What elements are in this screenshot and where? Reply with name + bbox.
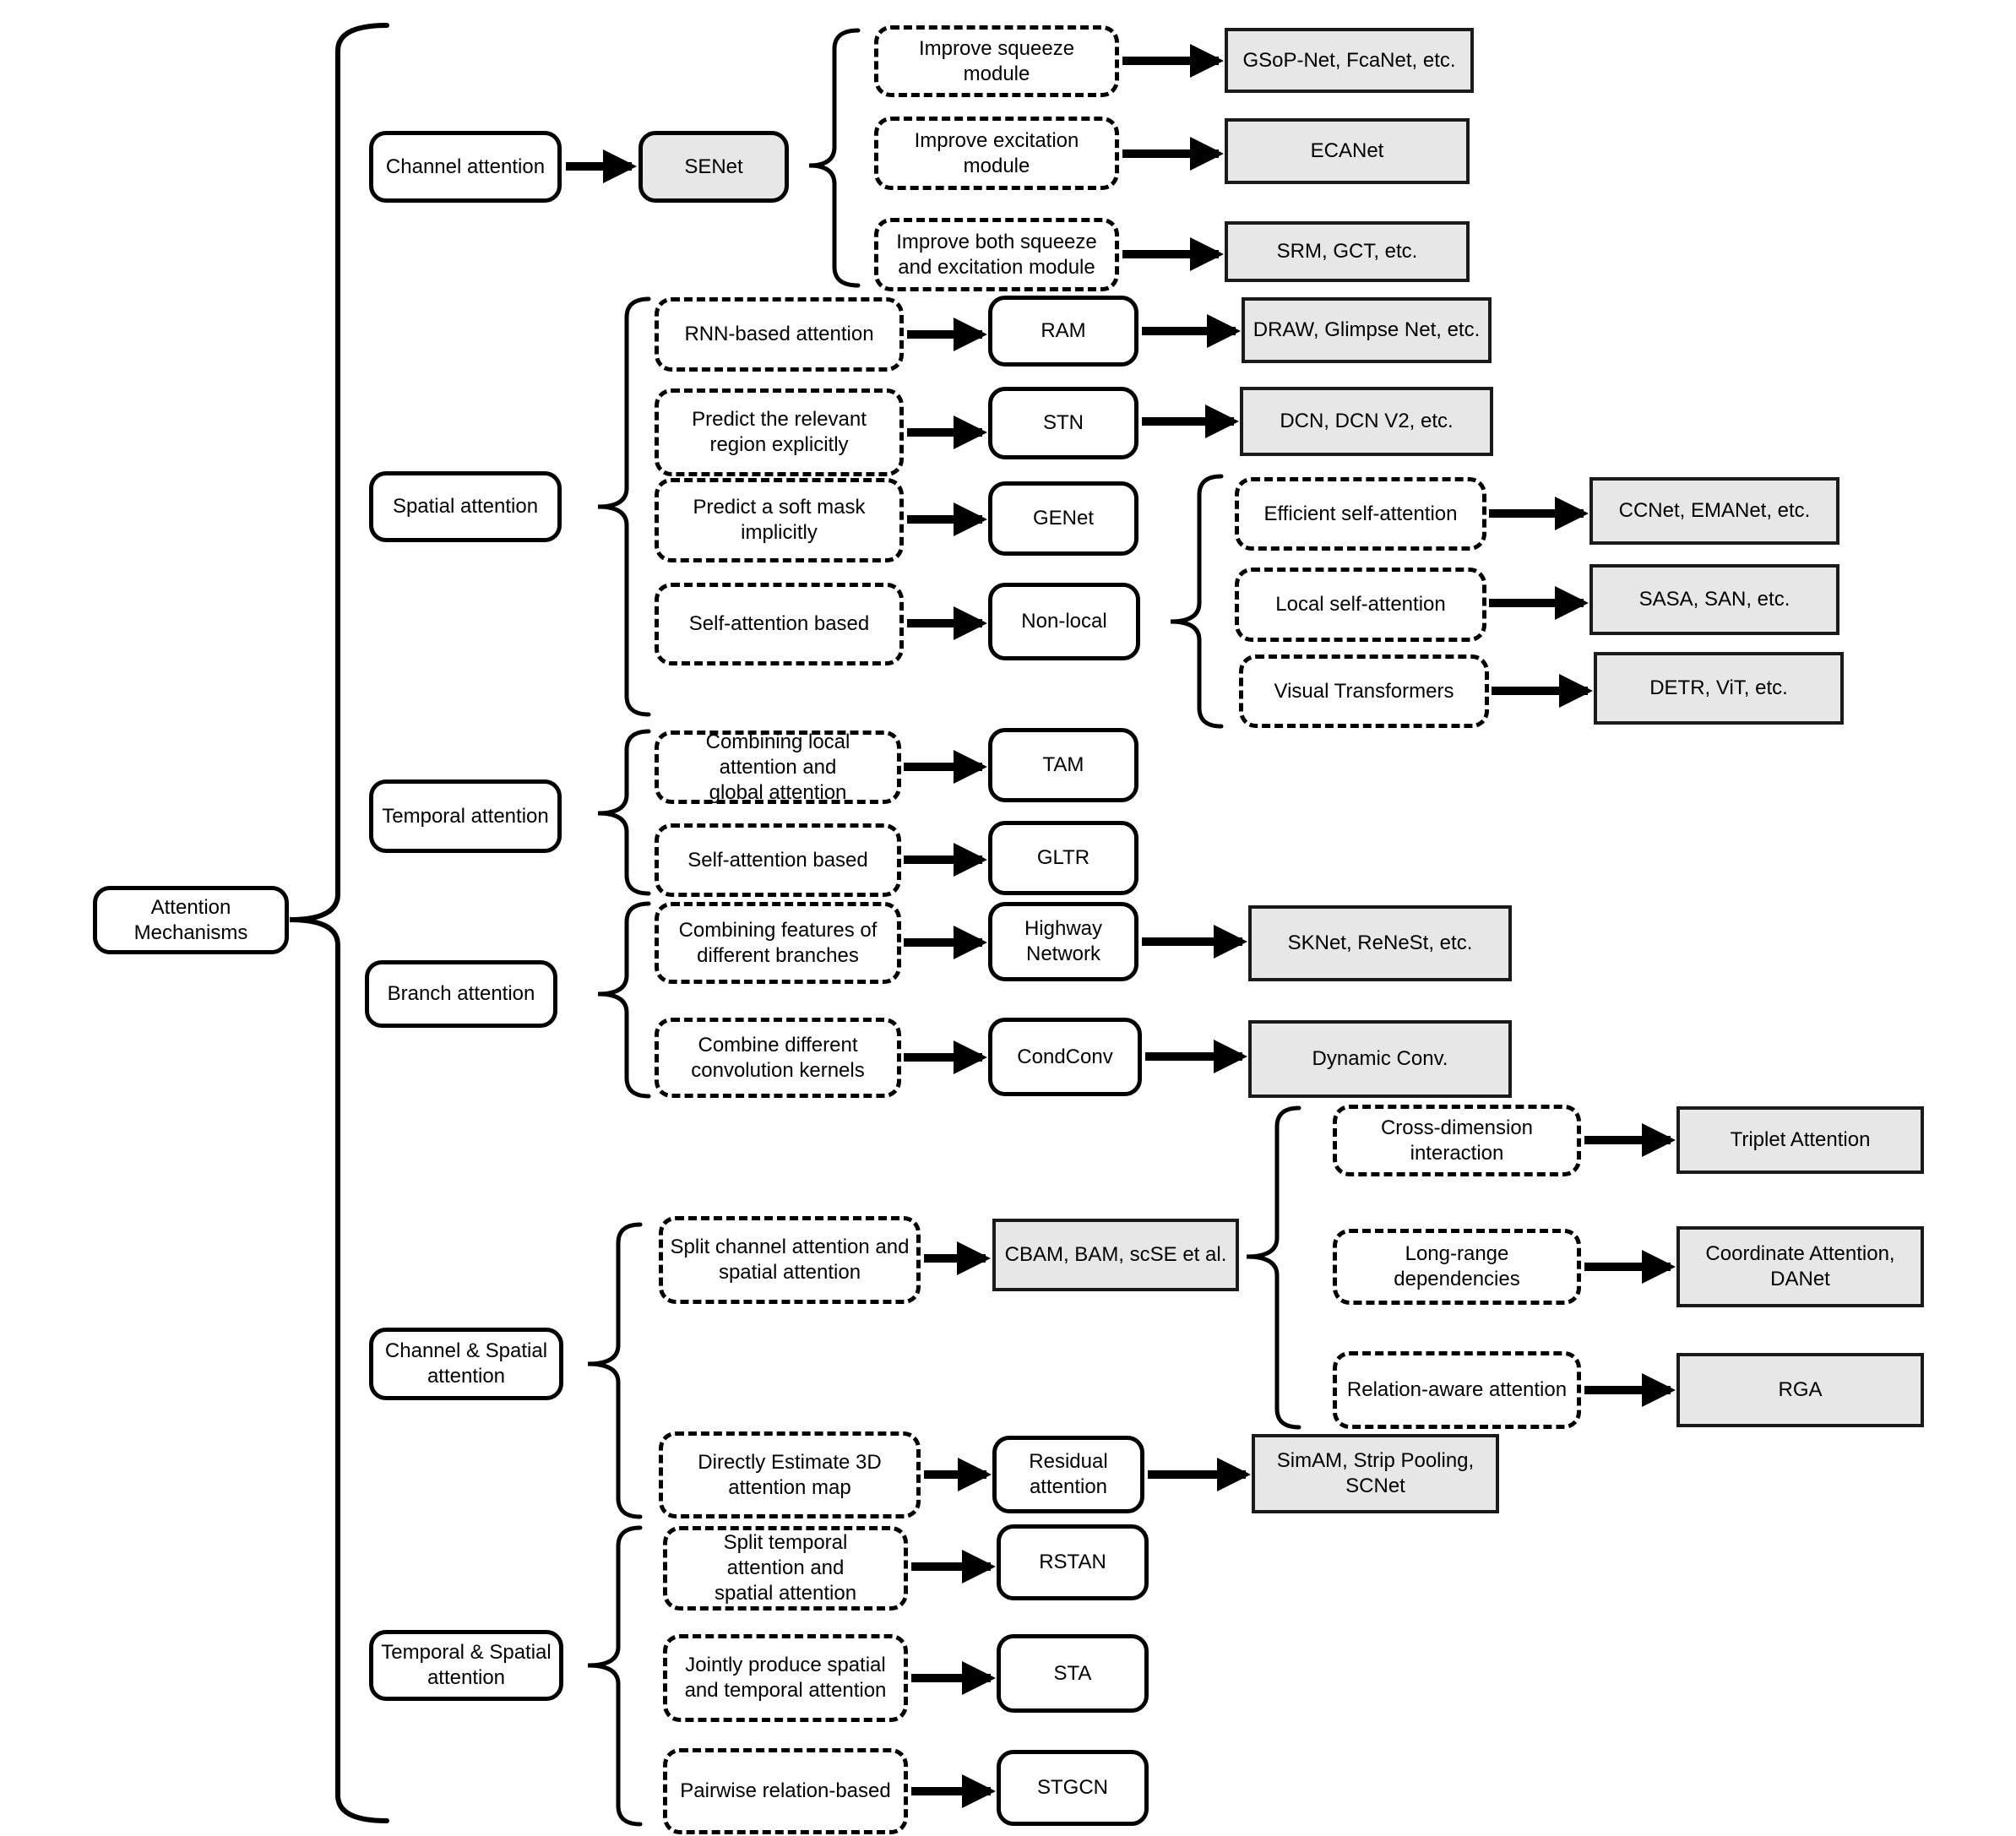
node-cbam-bam-scse: CBAM, BAM, scSE et al. (992, 1219, 1239, 1291)
node-improve-both-modules: Improve both squeeze and excitation modu… (874, 218, 1119, 291)
node-split-temporal-spatial: Split temporal attention and spatial att… (663, 1526, 908, 1611)
node-gltr: GLTR (988, 821, 1138, 895)
node-sasa-san: SASA, SAN, etc. (1589, 564, 1839, 635)
node-relation-aware-attention: Relation-aware attention (1333, 1351, 1581, 1429)
node-combine-convolution-kernels: Combine different convolution kernels (655, 1018, 901, 1098)
node-improve-squeeze-module: Improve squeeze module (874, 25, 1119, 97)
node-combining-local-global: Combining local attention and global att… (655, 731, 901, 804)
node-residual-attention: Residual attention (992, 1436, 1144, 1513)
node-rnn-based-attention: RNN-based attention (655, 297, 904, 372)
node-highway-network: Highway Network (988, 902, 1138, 981)
node-jointly-produce-spatial-temporal: Jointly produce spatial and temporal att… (663, 1634, 908, 1722)
node-pairwise-relation-based: Pairwise relation-based (663, 1748, 908, 1834)
node-self-attention-based-temporal: Self-attention based (655, 823, 901, 897)
brace-non-local (1170, 474, 1224, 729)
node-channel-attention: Channel attention (369, 131, 562, 203)
node-dcn: DCN, DCN V2, etc. (1240, 387, 1493, 456)
node-sta: STA (997, 1634, 1149, 1713)
node-rga: RGA (1676, 1353, 1924, 1427)
node-simam-strip-pooling-scnet: SimAM, Strip Pooling, SCNet (1252, 1434, 1499, 1513)
node-branch-attention: Branch attention (365, 960, 557, 1028)
node-temporal-attention: Temporal attention (369, 779, 562, 853)
node-visual-transformers: Visual Transformers (1239, 655, 1489, 728)
node-rstan: RSTAN (997, 1524, 1149, 1600)
node-root: Attention Mechanisms (93, 886, 289, 954)
node-draw-glimpse: DRAW, Glimpse Net, etc. (1242, 297, 1492, 363)
brace-temporal-spatial (587, 1525, 643, 1827)
node-triplet-attention: Triplet Attention (1676, 1106, 1924, 1174)
node-local-self-attention: Local self-attention (1235, 568, 1486, 642)
node-predict-soft-mask: Predict a soft mask implicitly (655, 478, 904, 562)
node-sknet-renest: SKNet, ReNeSt, etc. (1248, 905, 1512, 981)
node-detr-vit: DETR, ViT, etc. (1594, 652, 1844, 725)
node-senet: SENet (638, 131, 789, 203)
node-stgcn: STGCN (997, 1750, 1149, 1826)
node-ecanet: ECANet (1225, 118, 1470, 184)
node-tam: TAM (988, 728, 1138, 802)
node-split-channel-spatial: Split channel attention and spatial atte… (659, 1216, 921, 1304)
brace-cbam (1246, 1105, 1301, 1430)
brace-root (289, 23, 389, 1823)
node-self-attention-based-spatial: Self-attention based (655, 583, 904, 665)
brace-branch (597, 901, 651, 1099)
node-temporal-spatial-attention: Temporal & Spatial attention (369, 1630, 563, 1701)
brace-channel-spatial (587, 1222, 643, 1519)
brace-senet (808, 28, 861, 288)
brace-temporal (597, 729, 651, 896)
node-channel-spatial-attention: Channel & Spatial attention (369, 1328, 563, 1400)
node-ram: RAM (988, 296, 1138, 367)
node-coordinate-attention-danet: Coordinate Attention, DANet (1676, 1226, 1924, 1307)
node-combining-features-branches: Combining features of different branches (655, 902, 901, 984)
node-stn: STN (988, 387, 1138, 459)
node-long-range-dependencies: Long-range dependencies (1333, 1229, 1581, 1305)
node-gsop-fcanet: GSoP-Net, FcaNet, etc. (1225, 28, 1474, 93)
node-dynamic-conv: Dynamic Conv. (1248, 1020, 1512, 1098)
node-cross-dimension-interaction: Cross-dimension interaction (1333, 1105, 1581, 1176)
node-condconv: CondConv (988, 1018, 1142, 1096)
node-improve-excitation-module: Improve excitation module (874, 117, 1119, 190)
node-srm-gct: SRM, GCT, etc. (1225, 221, 1470, 282)
node-non-local: Non-local (988, 583, 1140, 660)
node-efficient-self-attention: Efficient self-attention (1235, 477, 1486, 551)
node-genet: GENet (988, 481, 1138, 556)
node-predict-relevant-region: Predict the relevant region explicitly (655, 388, 904, 476)
node-spatial-attention: Spatial attention (369, 471, 562, 542)
brace-spatial (597, 296, 651, 717)
node-directly-estimate-3d: Directly Estimate 3D attention map (659, 1431, 921, 1518)
node-ccnet-emanet: CCNet, EMANet, etc. (1589, 477, 1839, 545)
